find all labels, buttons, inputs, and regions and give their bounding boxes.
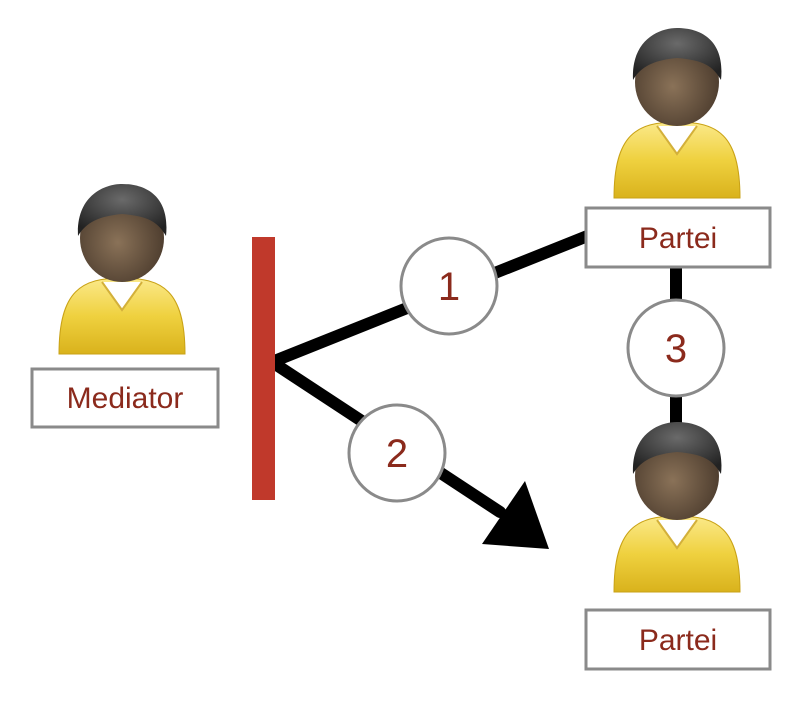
party-bottom-person-icon bbox=[613, 421, 741, 593]
arrow-head bbox=[482, 481, 549, 549]
party-top-person-icon bbox=[613, 27, 741, 199]
mediator-figure: Mediator bbox=[30, 183, 220, 429]
mediator-label: Mediator bbox=[67, 382, 184, 415]
step-2-badge: 2 bbox=[347, 403, 447, 503]
step-1-number: 1 bbox=[438, 265, 460, 309]
step-3-badge: 3 bbox=[626, 298, 726, 398]
party-bottom-label: Partei bbox=[639, 624, 717, 657]
step-1-badge: 1 bbox=[399, 236, 499, 336]
party-top-label-box bbox=[584, 206, 772, 269]
mediator-person-icon bbox=[58, 183, 186, 355]
party-bottom-label-box bbox=[584, 608, 772, 671]
mediator-label-box bbox=[30, 367, 220, 429]
party-top-label: Partei bbox=[639, 222, 717, 255]
step-3-number: 3 bbox=[665, 327, 687, 371]
step-2-number: 2 bbox=[386, 432, 408, 476]
barrier-bar bbox=[252, 237, 275, 500]
party-bottom-figure: Partei bbox=[584, 421, 772, 671]
party-top-figure: Partei bbox=[584, 27, 772, 269]
